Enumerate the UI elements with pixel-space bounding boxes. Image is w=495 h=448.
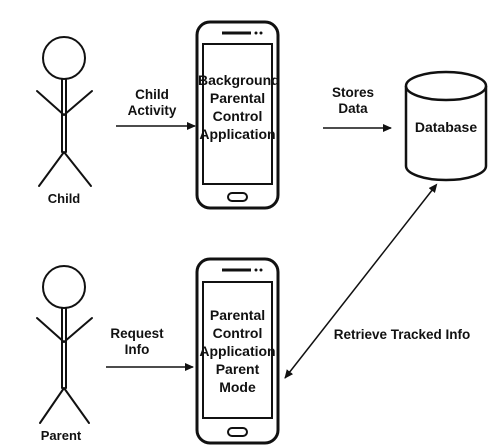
parent-phone-device [195, 257, 280, 445]
child-phone-device [195, 20, 280, 210]
request-info-label: Request Info [110, 326, 164, 358]
child-activity-label: Child Activity [127, 87, 177, 119]
database-cylinder [404, 70, 488, 182]
database-label: Database [414, 119, 478, 135]
child-stick-figure [36, 36, 93, 187]
retrieve-tracked-info-label: Retrieve Tracked Info [333, 327, 471, 342]
parent-actor-label: Parent [40, 428, 82, 443]
child-phone-label: Background Parental Control Application [198, 72, 280, 142]
stores-data-label: Stores Data [331, 85, 375, 117]
parent-phone-label: Parental Control Application Parent Mode [199, 307, 276, 395]
child-actor-label: Child [47, 191, 81, 206]
retrieve-tracked-info-arrow [284, 183, 438, 379]
parent-stick-figure [36, 265, 93, 424]
